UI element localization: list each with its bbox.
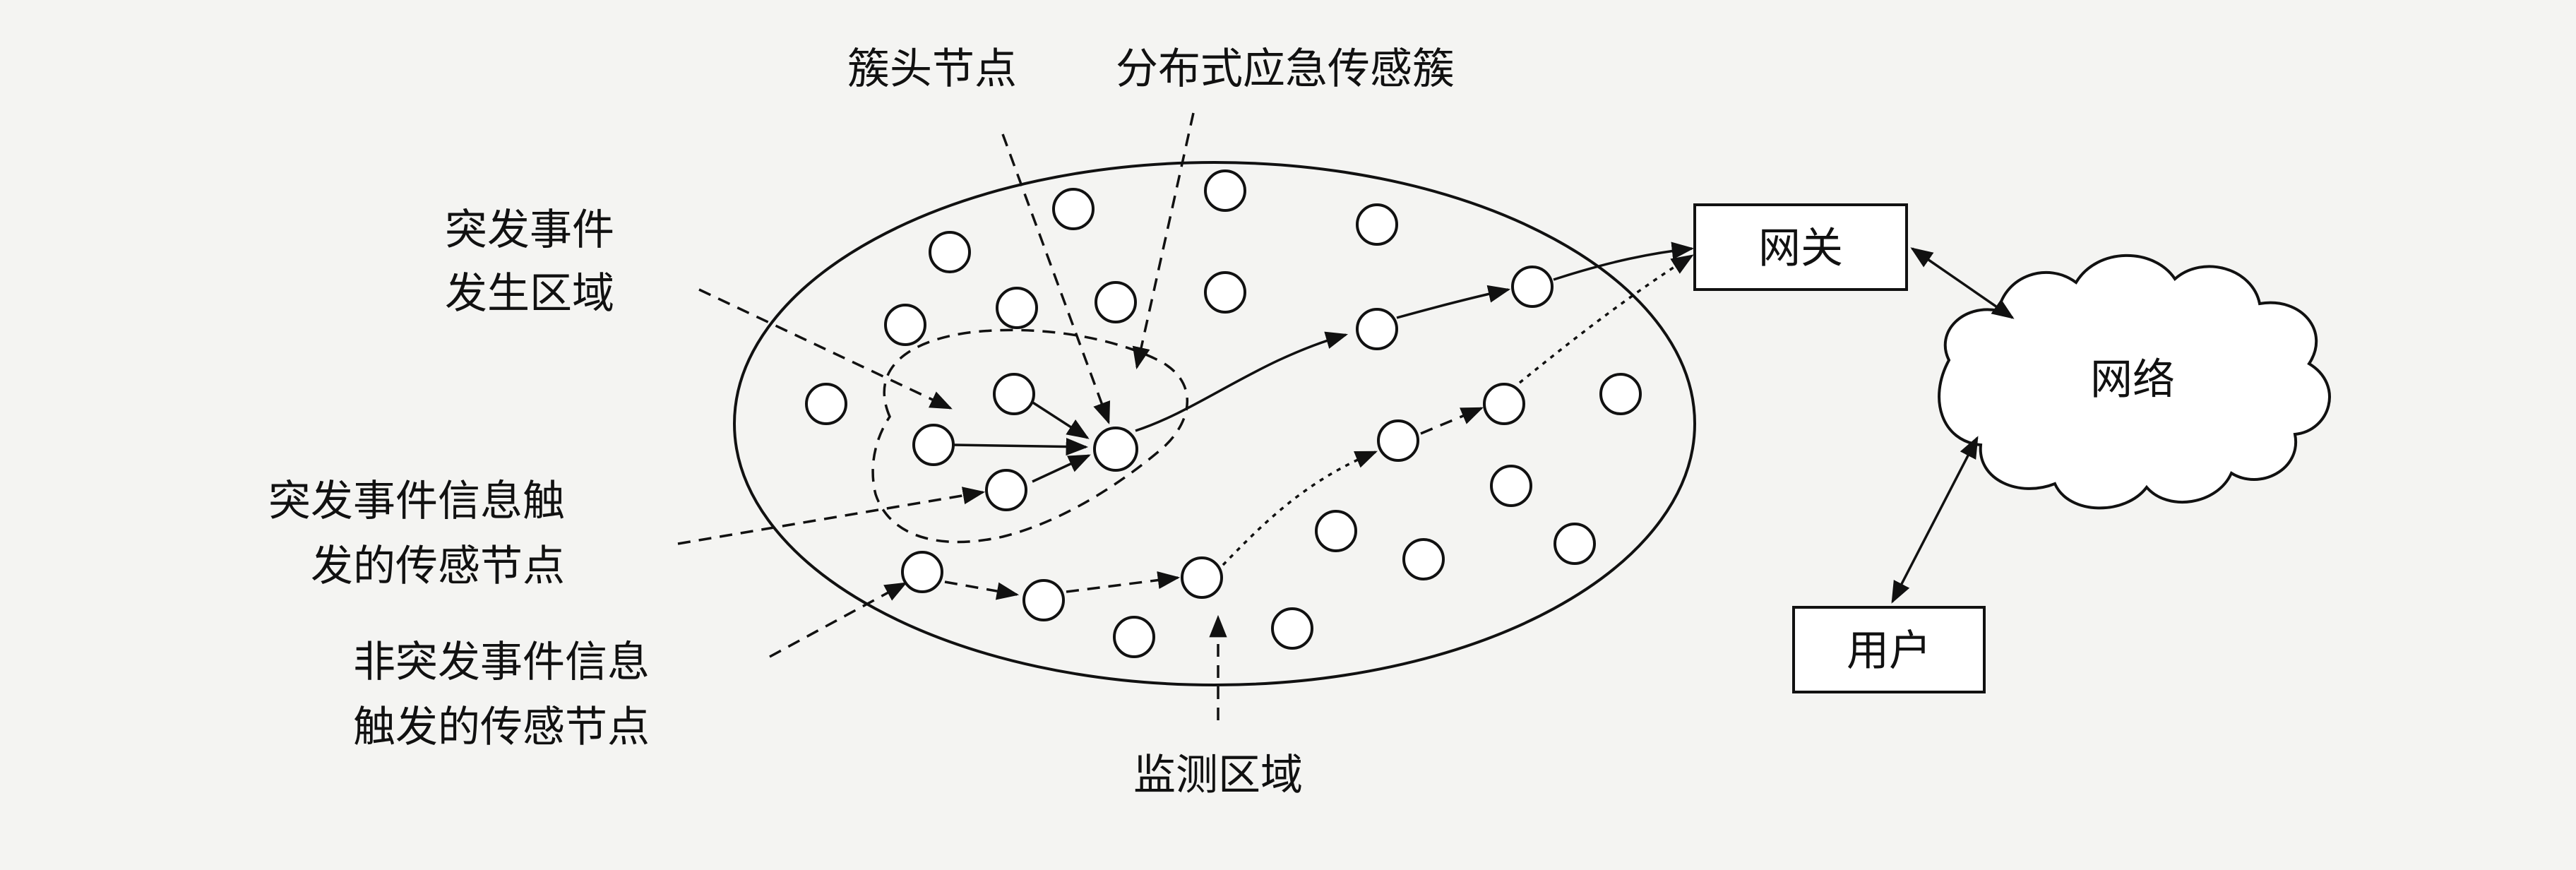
sensor-nodes: [805, 169, 1642, 658]
sensor-node: [805, 383, 847, 425]
monitoring-area-ellipse: [733, 161, 1696, 686]
network-label: 网络: [2090, 355, 2175, 405]
event-area-boundary: [871, 328, 1188, 544]
distributed-cluster-leader: [1132, 112, 1195, 370]
event-area-label-line1: 突发事件: [445, 205, 614, 255]
nonevent-node-label-line2: 触发的传感节点: [353, 703, 650, 752]
event-sensor-node: [985, 469, 1027, 511]
nonevent-path-1: [944, 580, 1020, 600]
nonevent-path-3: [1222, 451, 1378, 566]
relay-to-gateway-path: [1553, 242, 1695, 281]
sensor-node: [1095, 281, 1137, 323]
nonevent-sensor-node: [901, 551, 943, 593]
sensor-node: [1356, 203, 1398, 246]
sensor-node: [1490, 465, 1532, 507]
nonevent-path-4: [1420, 407, 1484, 435]
cluster-head-leader: [1001, 133, 1111, 424]
event-to-head-arrow-3: [1032, 454, 1091, 483]
relay-node: [1022, 579, 1065, 621]
nonevent-node-label-line1: 非突发事件信息: [353, 638, 650, 687]
gateway-box: [1693, 203, 1908, 291]
event-node-label-line2: 发的传感节点: [311, 542, 565, 591]
sensor-node: [1204, 271, 1246, 314]
event-sensor-node: [912, 424, 955, 466]
sensor-node: [1271, 607, 1313, 650]
relay-node: [1181, 556, 1223, 599]
sensor-node: [1113, 616, 1155, 658]
nonevent-node-leader: [769, 582, 907, 658]
relay-node: [1483, 383, 1525, 425]
gateway-network-link: [1910, 247, 2015, 319]
sensor-node: [1554, 523, 1596, 565]
monitor-area-label: 监测区域: [1133, 751, 1303, 800]
cluster-head-label: 簇头节点: [847, 44, 1017, 94]
sensor-node: [884, 304, 926, 346]
sensor-node: [929, 231, 971, 273]
relay-node: [1377, 419, 1419, 462]
sensor-node: [1599, 373, 1642, 415]
sensor-node: [996, 287, 1038, 329]
sensor-node: [1204, 169, 1246, 212]
nonevent-path-5: [1518, 254, 1694, 384]
relay-node: [1511, 266, 1554, 308]
user-network-link: [1891, 436, 1979, 604]
relay-to-relay-path: [1396, 285, 1511, 319]
event-node-label-line1: 突发事件信息触: [268, 477, 565, 526]
relay-node: [1356, 308, 1398, 350]
cluster-head-node: [1093, 427, 1138, 472]
user-label: 用户: [1847, 626, 1931, 676]
network-cloud: [1938, 254, 2331, 510]
event-to-head-arrow-2: [1029, 399, 1090, 439]
event-node-leader: [677, 487, 986, 545]
head-to-relay-path: [1135, 331, 1349, 432]
event-area-label-line2: 发生区域: [445, 269, 614, 318]
event-to-head-arrow: [953, 437, 1089, 456]
event-area-leader: [698, 288, 953, 410]
user-box: [1792, 606, 1986, 693]
distributed-cluster-label: 分布式应急传感簇: [1116, 44, 1455, 94]
sensor-node: [1315, 510, 1357, 552]
sensor-node: [1402, 538, 1445, 580]
event-sensor-node: [993, 373, 1035, 415]
sensor-node: [1052, 188, 1095, 230]
nonevent-path-2: [1066, 571, 1181, 593]
gateway-label: 网关: [1758, 224, 1843, 273]
